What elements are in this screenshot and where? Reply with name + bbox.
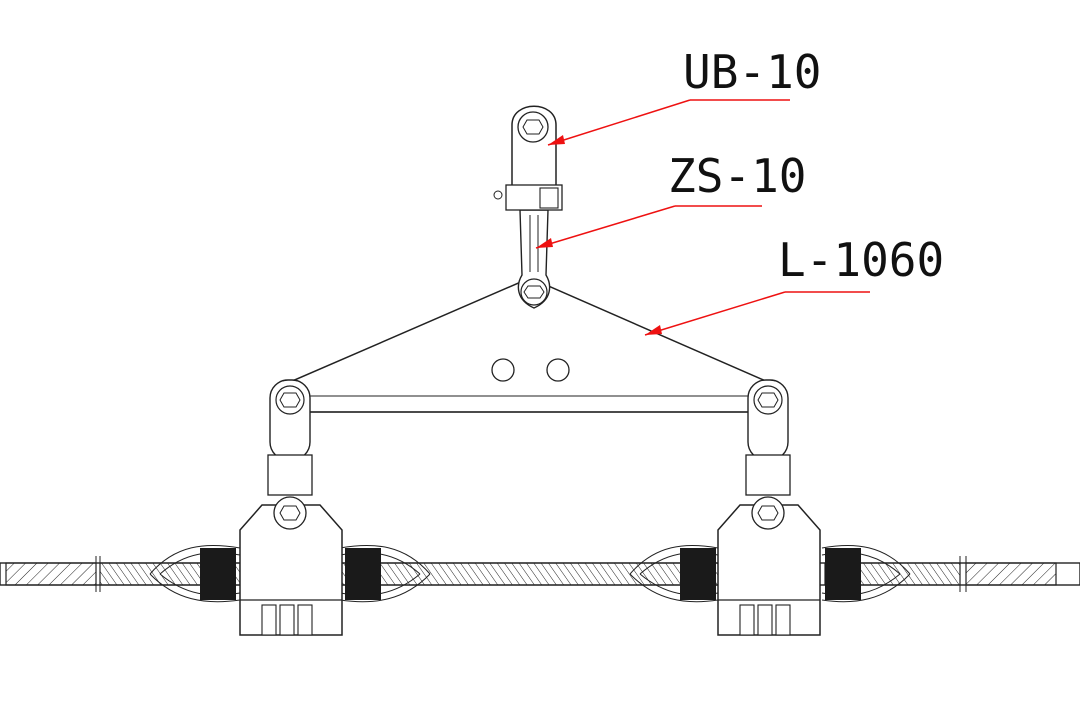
- extension-link-zs: [517, 209, 551, 309]
- callout-label-ub: UB-10: [683, 45, 821, 99]
- link-right: [745, 379, 791, 496]
- conductor-cable: [0, 556, 1080, 592]
- armor-rods-right: [629, 544, 911, 603]
- callout-lines: [535, 99, 870, 336]
- armor-rods-left: [149, 544, 431, 603]
- clamp-body-right: [717, 496, 821, 636]
- clamp-body-left: [239, 496, 343, 636]
- link-left: [267, 379, 313, 496]
- callout-label-l: L-1060: [778, 233, 944, 287]
- u-bolt-ub: [493, 105, 563, 211]
- callout-label-zs: ZS-10: [668, 149, 806, 203]
